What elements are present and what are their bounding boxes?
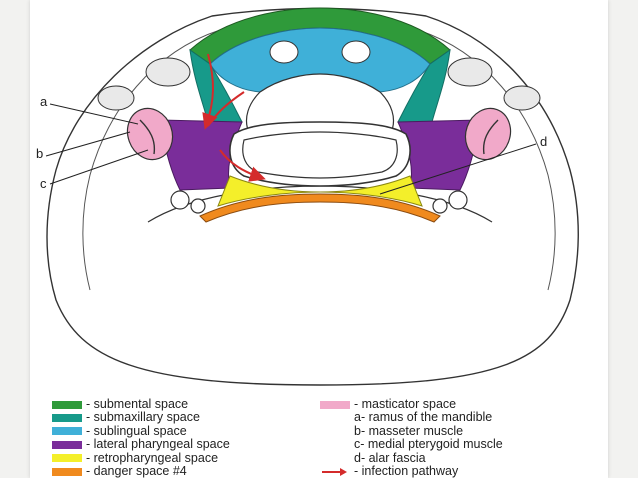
swatch-sublingual xyxy=(52,427,82,436)
gland-left-lower xyxy=(97,85,135,111)
legend-item-ramus: a- ramus of the mandible xyxy=(320,410,503,425)
callout-line-c xyxy=(49,149,149,185)
legend-item-danger: - danger space #4 xyxy=(52,463,230,478)
legend-item-submental: - submental space xyxy=(52,397,230,411)
legend-label: - danger space #4 xyxy=(86,463,187,478)
legend-label: - submental space xyxy=(86,397,189,411)
legend-label: d- alar fascia xyxy=(354,450,426,465)
mandible-ramus-right xyxy=(482,119,499,155)
callout-line-a xyxy=(49,103,139,125)
carotid-left-a xyxy=(170,190,190,210)
legend-item-masseter: b- masseter muscle xyxy=(320,423,503,438)
infection-arrow-3 xyxy=(219,149,266,182)
infection-arrow-2 xyxy=(207,91,245,127)
legend: - submental space - submaxillary space -… xyxy=(52,397,572,478)
callout-line-d xyxy=(379,143,537,195)
sublingual-gland-left xyxy=(269,40,299,64)
swatch-submaxillary xyxy=(52,414,82,423)
swatch-masticator xyxy=(320,400,350,409)
legend-label: - masticator space xyxy=(354,397,457,411)
legend-item-alar-fascia: d- alar fascia xyxy=(320,450,503,465)
callout-b: b xyxy=(36,146,44,161)
carotid-right-a xyxy=(448,190,468,210)
legend-item-submaxillary: - submaxillary space xyxy=(52,410,230,425)
callout-d: d xyxy=(540,134,548,149)
swatch-submental xyxy=(52,400,82,409)
slide: a b c d - submental space - submaxillary… xyxy=(30,0,608,478)
legend-label: b- masseter muscle xyxy=(354,423,464,438)
infection-arrow-1 xyxy=(202,53,218,130)
legend-item-lateral-pharyngeal: - lateral pharyngeal space xyxy=(52,437,230,452)
legend-label: c- medial pterygoid muscle xyxy=(354,437,503,452)
gland-left-upper xyxy=(145,57,191,87)
legend-label: - infection pathway xyxy=(354,463,459,478)
retropharyngeal-space xyxy=(217,175,423,207)
legend-right-column: - masticator space a- ramus of the mandi… xyxy=(320,397,503,478)
swatch-retropharyngeal xyxy=(52,454,82,463)
pharynx xyxy=(229,121,411,187)
legend-left-column: - submental space - submaxillary space -… xyxy=(52,397,230,478)
inner-outline-left xyxy=(82,29,221,291)
legend-item-infection-pathway: - infection pathway xyxy=(320,463,503,478)
gland-right-lower xyxy=(503,85,541,111)
legend-item-masticator: - masticator space xyxy=(320,397,503,411)
mandible-ramus-left xyxy=(139,119,156,155)
legend-label: a- ramus of the mandible xyxy=(354,410,493,425)
legend-item-retropharyngeal: - retropharyngeal space xyxy=(52,450,230,465)
legend-label: - lateral pharyngeal space xyxy=(86,437,230,452)
oral-cavity xyxy=(245,73,395,131)
legend-item-medial-pterygoid: c- medial pterygoid muscle xyxy=(320,437,503,452)
swatch-lateral-pharyngeal xyxy=(52,440,82,449)
callout-a: a xyxy=(40,94,48,109)
swatch-danger xyxy=(52,467,82,476)
carotid-left-b xyxy=(190,198,206,214)
sublingual-gland-right xyxy=(341,40,371,64)
danger-space xyxy=(199,193,441,223)
gland-right-upper xyxy=(447,57,493,87)
infection-arrow-icon xyxy=(320,467,350,476)
legend-label: - retropharyngeal space xyxy=(86,450,219,465)
callout-line-b xyxy=(45,131,131,157)
legend-item-sublingual: - sublingual space xyxy=(52,423,230,438)
neck-cross-section-diagram xyxy=(45,7,579,386)
legend-label: - sublingual space xyxy=(86,423,187,438)
legend-label: - submaxillary space xyxy=(86,410,200,425)
callout-c: c xyxy=(40,176,47,191)
carotid-right-b xyxy=(432,198,448,214)
